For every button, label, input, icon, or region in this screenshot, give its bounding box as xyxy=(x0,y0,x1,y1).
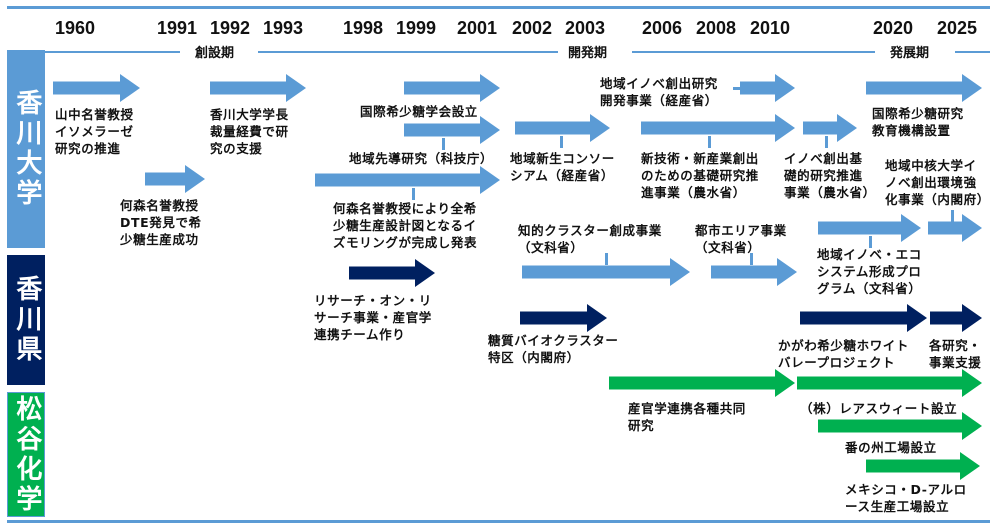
connector xyxy=(869,236,872,248)
event-new-tech: 新技術・新産業創出 のための基礎研究推 進事業（農水省） xyxy=(641,151,759,200)
event-city-area: 都市エリア事業 （文科省） xyxy=(695,223,787,255)
connector xyxy=(605,253,608,265)
row-label-matsutani-chemical: 松谷化学 xyxy=(7,392,45,517)
period-development: 開発期 xyxy=(568,46,608,61)
event-consortium: 地域新生コンソー シアム（経産省） xyxy=(510,151,615,183)
event-cluster: 知的クラスター創成事業 （文科省） xyxy=(518,223,662,255)
year-1993: 1993 xyxy=(263,18,304,38)
event-innov-rd: 地域イノベ創出研究 開発事業（経産省） xyxy=(600,76,718,108)
arrow-izumori-dte xyxy=(145,165,205,193)
year-1998: 1998 xyxy=(343,18,384,38)
event-bio-cluster: 糖質バイオクラスター 特区（内閣府） xyxy=(488,333,619,365)
year-2010: 2010 xyxy=(750,18,791,38)
year-2006: 2006 xyxy=(642,18,683,38)
arrow-research-on xyxy=(349,259,435,287)
connector xyxy=(750,253,753,265)
event-president: 香川大学学長 裁量経費で研 究の支援 xyxy=(210,107,289,156)
arrow-izumoring xyxy=(315,166,500,194)
event-yamanaka: 山中名誉教授 イソメラーゼ 研究の推進 xyxy=(55,107,134,156)
event-research-on: リサーチ・オン・リ サーチ事業・産官学 連携チーム作り xyxy=(314,293,432,342)
row-label-kagawa-prefecture: 香川県 xyxy=(7,255,45,385)
arrow-innov-basic xyxy=(803,114,857,142)
year-1992: 1992 xyxy=(210,18,251,38)
arrow-president xyxy=(210,74,306,102)
arrow-innov-rd xyxy=(740,74,795,102)
period-founding: 創設期 xyxy=(195,46,235,61)
event-eco: 地域イノベ・エコ システム形成プロ グラム（文科省） xyxy=(817,247,922,296)
arrow-white-valley xyxy=(800,304,927,332)
connector xyxy=(442,138,445,150)
event-mexico: メキシコ・D-アルロ ース生産工場設立 xyxy=(845,482,967,514)
period-line xyxy=(45,51,180,53)
arrow-mexico xyxy=(866,452,980,480)
event-raresweet: （株）レアスウィート設立 xyxy=(800,401,958,416)
year-2025: 2025 xyxy=(937,18,978,38)
connector xyxy=(733,87,743,90)
arrow-society xyxy=(404,74,500,102)
event-white-valley: かがわ希少糖ホワイト バレープロジェクト xyxy=(778,338,910,370)
connector xyxy=(708,136,711,148)
event-society: 国際希少糖学会設立 xyxy=(360,104,478,119)
event-joint: 産官学連携各種共同 研究 xyxy=(628,401,746,433)
year-1991: 1991 xyxy=(157,18,198,38)
year-2003: 2003 xyxy=(565,18,606,38)
year-1999: 1999 xyxy=(396,18,437,38)
arrow-bio-cluster xyxy=(520,304,607,332)
period-line xyxy=(955,51,990,53)
event-chiiki-sendo: 地域先導研究（科技庁） xyxy=(349,151,494,166)
arrow-yamanaka xyxy=(53,74,140,102)
arrow-institute xyxy=(866,74,982,102)
year-1960: 1960 xyxy=(55,18,96,38)
event-izumori-dte: 何森名誉教授 DTE発見で希 少糖生産成功 xyxy=(120,198,202,247)
year-2001: 2001 xyxy=(457,18,498,38)
arrow-joint xyxy=(609,369,795,397)
arrow-city-area xyxy=(711,258,797,286)
arrow-new-tech xyxy=(641,114,795,142)
top-border xyxy=(7,6,990,9)
row-label-kagawa-university: 香川大学 xyxy=(7,50,45,248)
arrow-chiiki-sendo xyxy=(404,116,500,144)
connector xyxy=(951,210,954,222)
connector xyxy=(412,188,415,200)
period-growth: 発展期 xyxy=(890,46,930,61)
period-line xyxy=(258,51,558,53)
arrow-raresweet xyxy=(797,369,982,397)
year-2002: 2002 xyxy=(512,18,553,38)
connector xyxy=(560,136,563,148)
event-support: 各研究・ 事業支援 xyxy=(929,338,982,370)
year-2020: 2020 xyxy=(873,18,914,38)
event-core-univ: 地域中核大学イ ノベ創出環境強 化事業（内閣府） xyxy=(885,158,990,207)
arrow-support xyxy=(930,304,982,332)
event-institute: 国際希少糖研究 教育機構設置 xyxy=(872,106,964,138)
period-line xyxy=(632,51,875,53)
event-izumoring: 何森名誉教授により全希 少糖生産設計図となるイ ズモリングが完成し発表 xyxy=(333,201,478,250)
event-bannosu: 番の州工場設立 xyxy=(845,440,937,455)
arrow-core-univ xyxy=(928,214,982,242)
connector xyxy=(825,136,828,148)
event-innov-basic: イノベ創出基 礎的研究推進 事業（農水省） xyxy=(784,151,876,200)
bottom-border xyxy=(7,520,990,523)
year-2008: 2008 xyxy=(696,18,737,38)
